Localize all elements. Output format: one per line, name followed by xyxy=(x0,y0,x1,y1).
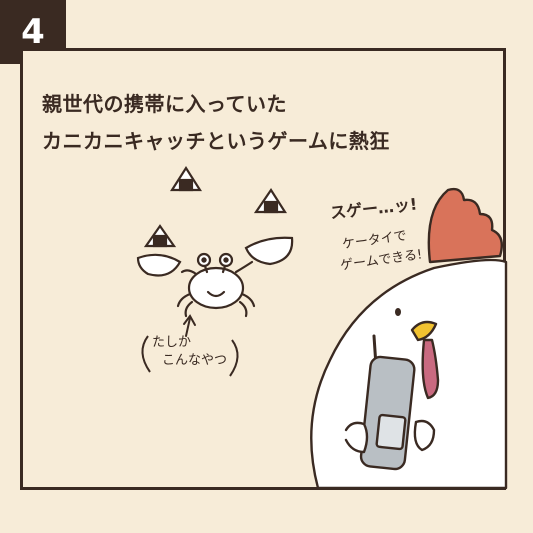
crab-note-line-2: こんなやつ xyxy=(162,353,228,368)
note-bracket-right xyxy=(229,339,239,377)
onigiri-icon xyxy=(253,188,288,214)
chicken-character xyxy=(310,187,508,490)
crab-note-line-1: たしか xyxy=(152,335,192,350)
caption-line-2: カニカニキャッチというゲームに熱狂 xyxy=(42,129,390,153)
panel-number: 4 xyxy=(21,12,45,52)
caption-line-1: 親世代の携帯に入っていた xyxy=(42,92,287,116)
onigiri-icon xyxy=(143,224,177,248)
onigiri-icon xyxy=(169,165,203,192)
crab-drawing xyxy=(136,236,294,318)
note-bracket-left xyxy=(141,335,151,373)
arrow-up-icon xyxy=(183,314,196,337)
